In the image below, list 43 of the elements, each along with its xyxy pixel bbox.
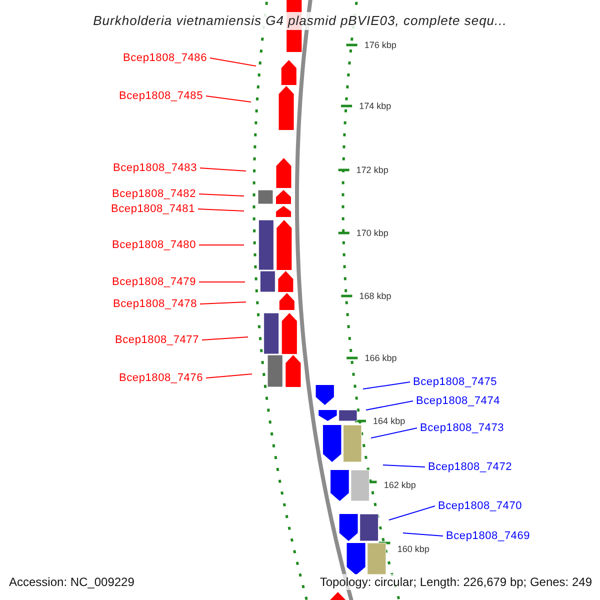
leader-line [200,168,246,172]
leader-line [370,428,418,438]
leader-line [206,96,252,102]
gene-label: Bcep1808_7483 [112,160,197,176]
accession-text: Accession: NC_009229 [9,574,134,590]
tick-label: 176 kbp [364,39,396,51]
gene-label: Bcep1808_7472 [428,459,512,475]
leader-line [198,244,244,246]
summary-text: Topology: circular; Length: 226,679 bp; Genes: 249 [320,574,592,590]
tick-label: 160 kbp [397,543,430,555]
tick-label: 162 kbp [384,479,416,491]
gene-label: Bcep1808_7477 [114,332,199,348]
gene-label: Bcep1808_7474 [416,393,500,409]
tick-label: 174 kbp [359,100,392,112]
gene-label: Bcep1808_7481 [110,201,195,217]
gene-label: Bcep1808_7479 [112,274,196,290]
gene-label: Bcep1808_7478 [112,296,197,312]
leader-line [382,464,426,468]
map-title: Burkholderia vietnamiensis G4 plasmid pBVIE03, complete sequ... [93,12,507,30]
leader-line [202,336,248,340]
leader-line [198,194,244,196]
leader-line [362,382,410,390]
gene-label: Bcep1808_7473 [420,420,504,436]
leader-line [198,208,244,212]
gene-label: Bcep1808_7469 [446,528,530,544]
tick-label: 170 kbp [356,227,388,239]
leader-line [388,506,436,520]
gene-label: Bcep1808_7470 [438,498,522,514]
leader-line [402,532,444,536]
leader-line [366,400,414,410]
leader-line [210,58,256,66]
tick-label: 172 kbp [356,164,388,176]
gene-label: Bcep1808_7476 [118,370,203,386]
gene-label: Bcep1808_7480 [112,237,196,253]
leader-line [206,374,252,378]
tick-label: 168 kbp [359,290,392,302]
tick-label: 164 kbp [373,415,406,427]
gene-label: Bcep1808_7485 [118,88,203,104]
gene-label: Bcep1808_7475 [413,374,498,390]
tick-label: 166 kbp [364,352,397,364]
gene-label: Bcep1808_7482 [112,186,196,202]
leader-line [200,302,246,304]
gene-label: Bcep1808_7486 [122,50,207,66]
